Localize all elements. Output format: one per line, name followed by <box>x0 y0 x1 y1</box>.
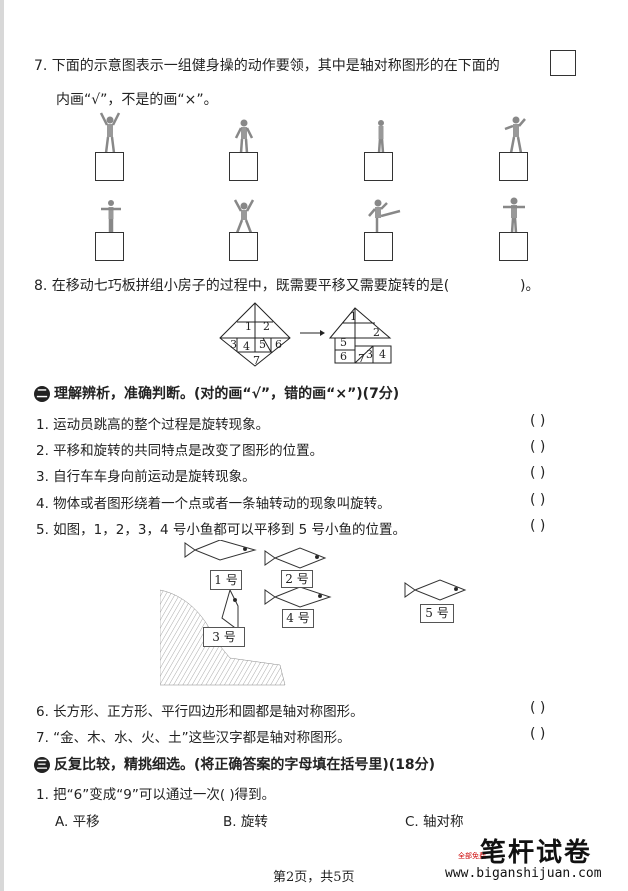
answer-box[interactable] <box>499 152 528 181</box>
q7-line1: 7. 下面的示意图表示一组健身操的动作要领，其中是轴对称图形的在下面的 <box>34 58 500 74</box>
answer-box[interactable] <box>95 232 124 261</box>
q7-line2: 内画“√”，不是的画“×”。 <box>56 92 218 108</box>
answer-box[interactable] <box>229 152 258 181</box>
page-number: 第2页，共5页 <box>273 870 355 885</box>
fish-illustration <box>160 540 467 686</box>
tangram-left-piece: 5 <box>259 338 266 351</box>
tangram-left-piece: 3 <box>230 338 237 351</box>
fish-label: 2 号 <box>281 570 313 588</box>
fish-1 <box>184 540 257 561</box>
option-b[interactable]: B. 旋转 <box>223 814 268 830</box>
figure-arms-up-icon <box>99 112 121 154</box>
judge-item: 2. 平移和旋转的共同特点是改变了图形的位置。 <box>36 443 324 459</box>
answer-paren[interactable]: ( ) <box>530 700 546 716</box>
figure-side-stand-icon <box>377 120 385 154</box>
tangram-left-piece: 6 <box>275 338 282 351</box>
answer-box[interactable] <box>364 232 393 261</box>
tangram-right-piece: 4 <box>379 348 386 361</box>
figure-arms-up-wide-icon <box>233 199 255 234</box>
answer-paren[interactable]: ( ) <box>530 492 546 508</box>
section-number-badge: 三 <box>34 757 50 773</box>
answer-paren[interactable]: ( ) <box>530 518 546 534</box>
figure-turning-icon <box>504 116 526 154</box>
section2-heading: 二理解辨析，准确判断。(对的画“√”，错的画“×”)(7分) <box>34 383 399 403</box>
answer-box[interactable] <box>229 232 258 261</box>
tangram-right-piece: 6 <box>340 350 347 363</box>
section2-title: 理解辨析，准确判断。(对的画“√”，错的画“×”)(7分) <box>54 386 400 402</box>
judge-item: 7. “金、木、水、火、土”这些汉字都是轴对称图形。 <box>36 730 351 746</box>
answer-paren[interactable]: ( ) <box>530 413 546 429</box>
scan-edge <box>0 0 4 891</box>
tangram-left-piece: 1 <box>245 320 252 333</box>
watermark-title: 笔杆试卷 <box>480 838 593 868</box>
figure-arms-out-stand-icon <box>503 197 525 234</box>
fish-label: 3 号 <box>203 627 245 647</box>
rock-shape <box>160 589 286 686</box>
watermark-url: www.biganshijuan.com <box>445 866 602 881</box>
tangram-left-piece: 2 <box>263 320 270 333</box>
judge-item: 6. 长方形、正方形、平行四边形和圆都是轴对称图形。 <box>36 704 364 720</box>
figure-arms-down-icon <box>234 119 254 154</box>
tangram-right-piece: 1 <box>350 310 357 323</box>
tangram-left-piece: 7 <box>253 354 260 367</box>
tangram-left-piece: 4 <box>243 340 250 353</box>
fish-5 <box>404 579 467 601</box>
judge-item: 4. 物体或者图形绕着一个点或者一条轴转动的现象叫旋转。 <box>36 496 391 512</box>
choice-question: 1. 把“6”变成“9”可以通过一次( )得到。 <box>36 787 276 803</box>
tangram-right-piece: 3 <box>366 348 373 361</box>
tangram-right-piece: 2 <box>373 326 380 339</box>
answer-paren[interactable]: ( ) <box>530 726 546 742</box>
fish-label: 5 号 <box>420 604 454 623</box>
answer-paren[interactable]: ( ) <box>530 439 546 455</box>
fish-label: 4 号 <box>282 609 314 628</box>
fish-2 <box>264 547 327 569</box>
judge-item: 5. 如图，1，2，3，4 号小鱼都可以平移到 5 号小鱼的位置。 <box>36 522 406 538</box>
answer-box[interactable] <box>499 232 528 261</box>
section3-heading: 三反复比较，精挑细选。(将正确答案的字母填在括号里)(18分) <box>34 754 435 774</box>
judge-item: 1. 运动员跳高的整个过程是旋转现象。 <box>36 417 270 433</box>
tangram-diagram: 1 2 3 4 5 6 7 1 2 5 6 7 3 4 <box>219 302 392 367</box>
answer-box[interactable] <box>364 152 393 181</box>
fish-4 <box>264 586 332 608</box>
figure-arms-out-icon <box>101 200 121 233</box>
answer-paren[interactable]: ( ) <box>530 465 546 481</box>
figure-leg-raise-icon <box>368 199 401 233</box>
judge-item: 3. 自行车车身向前运动是旋转现象。 <box>36 469 256 485</box>
q8-close: )。 <box>520 278 540 294</box>
option-c[interactable]: C. 轴对称 <box>405 814 464 830</box>
tangram-right-piece: 7 <box>358 352 365 365</box>
answer-box[interactable] <box>95 152 124 181</box>
section3-title: 反复比较，精挑细选。(将正确答案的字母填在括号里)(18分) <box>54 757 436 773</box>
section-number-badge: 二 <box>34 386 50 402</box>
tangram-right-piece: 5 <box>340 336 347 349</box>
fish-label: 1 号 <box>210 570 242 590</box>
q8-text: 8. 在移动七巧板拼组小房子的过程中，既需要平移又需要旋转的是( <box>34 278 450 294</box>
q7-inline-box <box>550 50 576 76</box>
option-a[interactable]: A. 平移 <box>55 814 100 830</box>
watermark-badge: 全部免费 <box>458 852 486 860</box>
